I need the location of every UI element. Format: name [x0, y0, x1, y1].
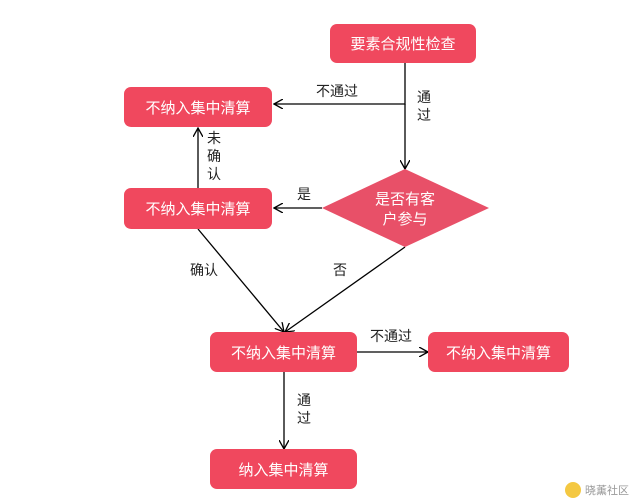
decision-label-line1: 是否有客: [374, 190, 435, 208]
node-exclude-right: 不纳入集中清算: [428, 332, 569, 372]
node-exclude-center: 不纳入集中清算: [210, 332, 357, 372]
node-compliance-check: 要素合规性检查: [330, 24, 476, 63]
edge-label-confirmed: 确认: [190, 263, 218, 279]
decision-diamond: [322, 169, 489, 247]
edge-label-no: 否: [333, 263, 347, 279]
edge-label-fail-top: 不通过: [316, 84, 358, 100]
watermark-logo-icon: [565, 482, 581, 498]
node-exclude-top: 不纳入集中清算: [124, 87, 272, 127]
edge-label-unconfirmed: 未确认: [207, 131, 221, 183]
watermark-text: 晓薰社区: [585, 484, 629, 497]
edge-label-pass-bottom: 通过: [297, 393, 311, 427]
decision-label: 是否有客 户参与: [360, 189, 450, 229]
edge-confirmed: [197, 228, 284, 332]
edge-label-yes: 是: [297, 187, 311, 203]
edge-label-pass-top: 通过: [417, 90, 431, 124]
edge-no: [285, 246, 406, 332]
watermark: 晓薰社区: [565, 482, 629, 498]
node-exclude-mid: 不纳入集中清算: [124, 188, 272, 229]
decision-label-line2: 户参与: [382, 210, 428, 228]
edge-label-fail-center: 不通过: [370, 329, 412, 345]
node-include: 纳入集中清算: [210, 449, 357, 489]
